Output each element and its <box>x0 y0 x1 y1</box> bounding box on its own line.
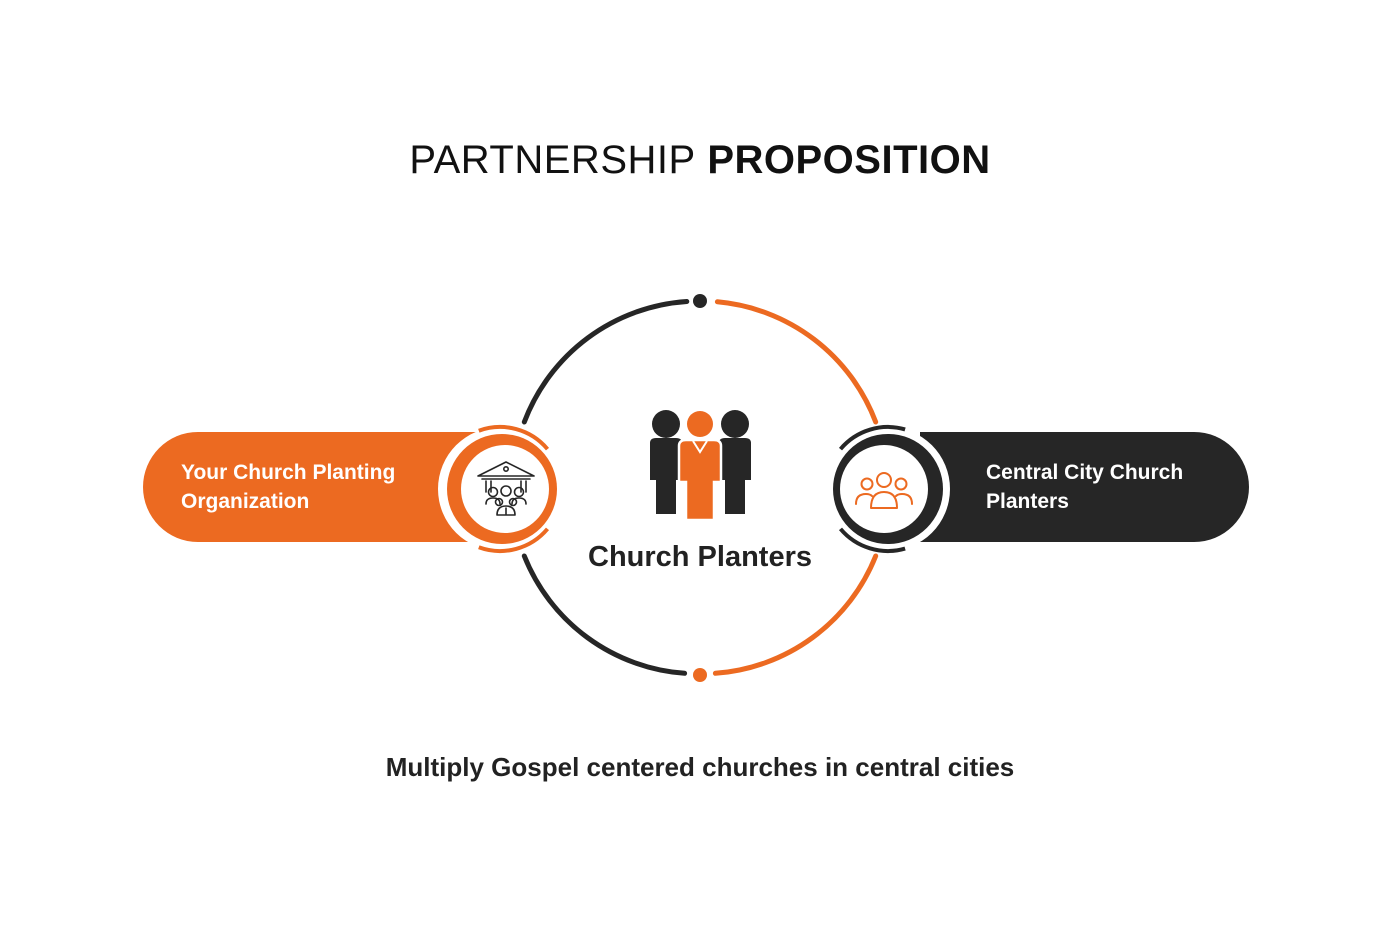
left-pill <box>143 432 478 542</box>
ring-dot-bottom <box>693 668 707 682</box>
center-node-label: Church Planters <box>588 541 812 573</box>
person-center-icon <box>677 409 723 522</box>
person-right-icon <box>719 410 751 514</box>
left-node-label: Your Church Planting Organization <box>181 461 396 513</box>
ring-arc-top-right <box>714 299 879 425</box>
three-people-icon <box>650 409 751 522</box>
church-building-people-icon <box>477 461 535 516</box>
ring-arc-bottom-right <box>712 553 879 676</box>
right-pill <box>920 432 1249 542</box>
page-title: PARTNERSHIP PROPOSITION <box>0 134 1400 186</box>
ring-arc-top-left <box>521 299 690 425</box>
right-node-label: Central City Church Planters <box>986 461 1184 513</box>
tagline: Multiply Gospel centered churches in cen… <box>385 752 1015 782</box>
left-node <box>438 425 562 553</box>
right-node <box>826 425 950 553</box>
ring-dot-top <box>693 294 707 308</box>
title-bold: PROPOSITION <box>707 138 991 182</box>
person-left-icon <box>650 410 682 514</box>
title-light: PARTNERSHIP <box>409 138 696 182</box>
ring-arc-bottom-left <box>521 553 688 676</box>
group-people-icon <box>855 472 913 509</box>
main-ring <box>521 299 879 676</box>
